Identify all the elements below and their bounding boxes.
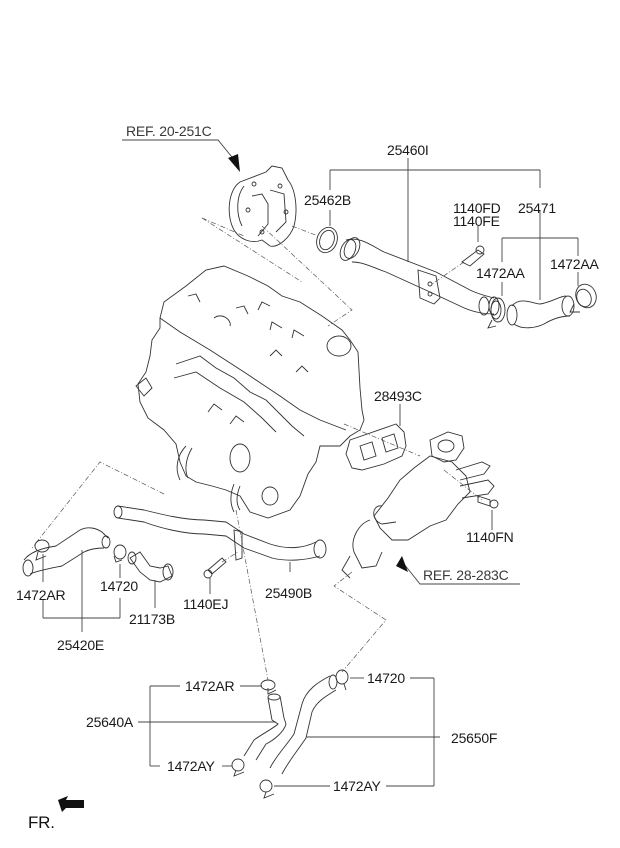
o-ring-25462b [291, 225, 338, 254]
hose-25640a [243, 693, 287, 761]
part-label-21173b[interactable]: 21173B [129, 611, 176, 627]
turbo-housing [228, 165, 297, 247]
part-label-1140ej[interactable]: 1140EJ [183, 596, 229, 612]
part-label-1472ar-bottom[interactable]: 1472AR [185, 678, 235, 694]
part-label-25462b[interactable]: 25462B [304, 192, 352, 208]
front-direction-label: FR. [28, 813, 55, 832]
ref-label-20-251c[interactable]: REF. 20-251C [126, 123, 212, 139]
bolt-1140ej [203, 551, 239, 594]
part-label-25420e[interactable]: 25420E [57, 637, 105, 653]
part-label-28493c[interactable]: 28493C [374, 388, 422, 404]
part-label-14720-left[interactable]: 14720 [100, 578, 138, 594]
part-label-25471[interactable]: 25471 [518, 200, 556, 216]
arrow-icon [396, 556, 408, 572]
part-label-14720-right[interactable]: 14720 [367, 670, 405, 686]
part-label-1472ay-bottom[interactable]: 1472AY [333, 778, 381, 794]
part-label-1472aa-a[interactable]: 1472AA [476, 265, 525, 281]
pipe-25460i [339, 237, 500, 316]
part-label-1140fd[interactable]: 1140FD [453, 200, 501, 216]
ref-20-251c-leader [122, 139, 240, 172]
bolt-1140fn [477, 495, 499, 530]
clamp-1472aa-b [569, 283, 597, 313]
part-label-25460i[interactable]: 25460I [387, 142, 429, 158]
front-direction-arrow-icon [58, 796, 84, 812]
fitting-21173b [127, 551, 174, 583]
clamp-1472ar-left [34, 539, 50, 561]
dash-guide-center [235, 509, 269, 681]
group-25420e-leader [42, 550, 156, 632]
bolt-1140fd [431, 245, 485, 285]
group-25650f-leader [274, 677, 440, 787]
hose-25490b [113, 505, 327, 572]
group-25640a-leader [138, 685, 276, 767]
dash-guide-2 [261, 225, 353, 327]
hose-25650f [269, 674, 338, 775]
part-label-1140fe[interactable]: 1140FE [453, 213, 500, 229]
dash-guide-left [31, 461, 165, 549]
clamp-1472ay-bottom [259, 779, 275, 799]
hose-25420e [22, 527, 111, 577]
dash-guide-right [333, 571, 387, 673]
ref-28-283c-leader [396, 556, 520, 585]
part-label-1472ay-left[interactable]: 1472AY [167, 758, 215, 774]
group-25460i-leader [329, 158, 579, 300]
gasket-28493c [343, 404, 421, 471]
dash-guide-1 [201, 217, 303, 283]
dash-guide-1b [201, 217, 245, 237]
part-label-1472ar-left[interactable]: 1472AR [16, 587, 66, 603]
part-label-1472aa-b[interactable]: 1472AA [550, 256, 599, 272]
ref-label-28-283c[interactable]: REF. 28-283C [423, 567, 509, 583]
thermostat-housing [341, 431, 495, 579]
clamp-1472ay-left [231, 758, 245, 777]
part-label-25640a[interactable]: 25640A [86, 714, 134, 730]
part-label-1140fn[interactable]: 1140FN [466, 529, 514, 545]
part-label-25650f[interactable]: 25650F [451, 730, 498, 746]
engine-block [135, 265, 365, 519]
part-label-25490b[interactable]: 25490B [265, 585, 313, 601]
clamp-14720-right [335, 669, 349, 691]
clamp-14720-left [113, 544, 127, 563]
hose-25471 [506, 295, 575, 329]
arrow-icon [228, 154, 240, 172]
clamp-1472aa-a [487, 297, 506, 329]
clamp-1472ar-bottom [260, 679, 277, 695]
